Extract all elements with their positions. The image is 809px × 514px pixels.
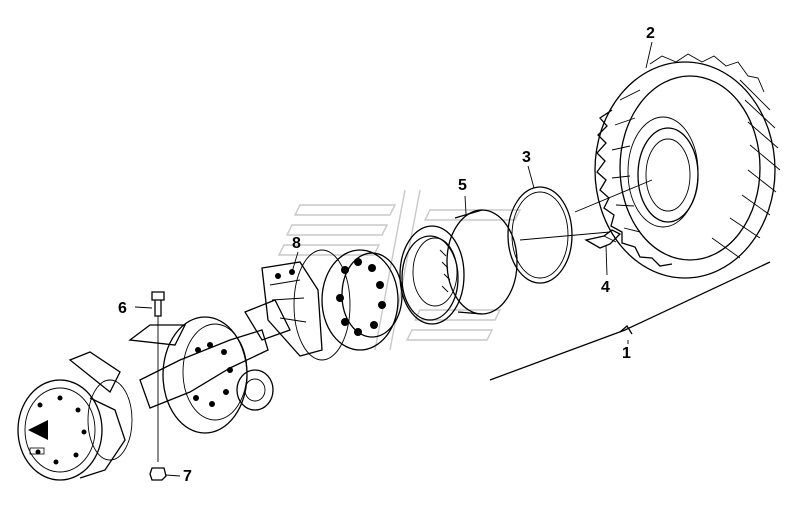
callout-8: 8 <box>292 235 301 252</box>
callout-5: 5 <box>458 177 467 194</box>
o-ring-icon <box>507 186 573 284</box>
callout-3: 3 <box>522 149 531 166</box>
leader-lines <box>134 41 653 477</box>
nut-icon <box>149 467 167 481</box>
callout-2: 2 <box>646 25 655 42</box>
valve-stem-icon <box>584 229 622 249</box>
left-wheel-end-icon <box>17 379 133 481</box>
callout-1: 1 <box>622 345 631 362</box>
wheel-hub-icon <box>261 249 403 361</box>
tire-icon <box>594 53 781 279</box>
bolt-icon <box>151 291 165 462</box>
wheel-assembly-bracket-icon <box>489 261 771 381</box>
watermark-logo <box>277 189 522 351</box>
callout-4: 4 <box>601 279 610 296</box>
axle-housing-icon <box>68 299 291 434</box>
callout-7: 7 <box>183 468 192 485</box>
callout-6: 6 <box>118 300 127 317</box>
rim-icon <box>399 209 518 325</box>
